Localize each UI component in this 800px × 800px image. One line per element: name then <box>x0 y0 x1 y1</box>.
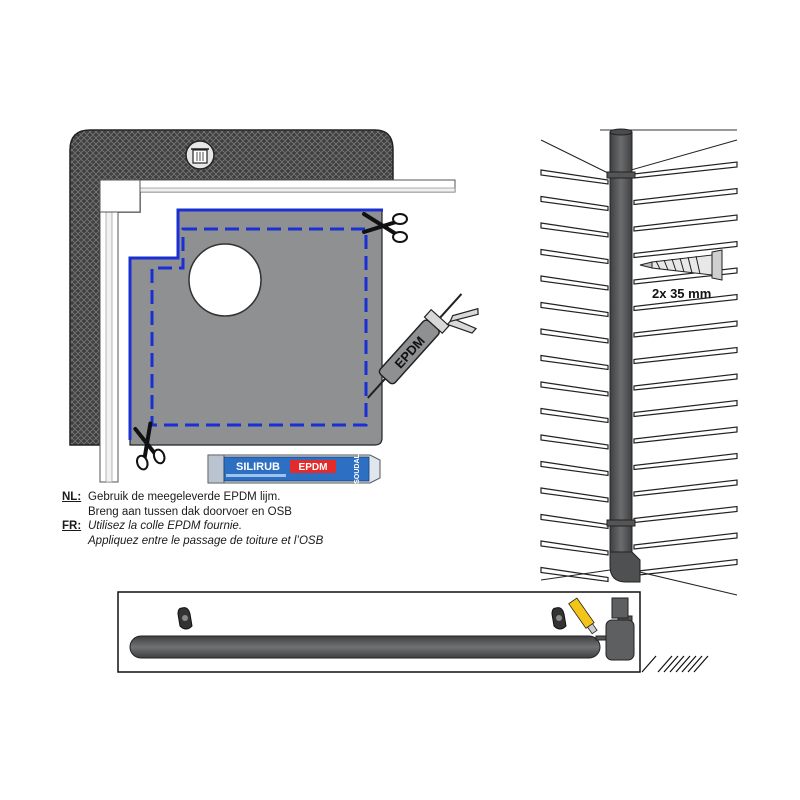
siding-slat <box>540 301 609 318</box>
siding-slat <box>633 426 738 444</box>
bracket-icon <box>551 607 567 630</box>
nl-instruction-line1: Gebruik de meegeleverde EPDM lijm. <box>88 491 281 503</box>
siding-slat <box>540 407 609 424</box>
fr-lang-label: FR: <box>62 520 82 532</box>
siding-slat <box>633 479 738 497</box>
siding-slat <box>633 373 738 391</box>
siding-slat <box>540 381 609 397</box>
pipe-bracket-bottom <box>606 519 636 527</box>
siding-slat <box>540 487 609 503</box>
siding-slat <box>540 354 609 371</box>
roof-panel <box>69 129 456 483</box>
nl-lang-label: NL: <box>62 491 82 503</box>
glue-tube-icon <box>568 597 598 635</box>
siding-slat <box>540 460 609 477</box>
screw-icon <box>639 249 723 281</box>
siding-slat <box>633 532 738 550</box>
siding-slat <box>633 399 738 418</box>
siding-slat <box>633 240 738 259</box>
elbow-icon <box>595 597 635 661</box>
tube-variant: EPDM <box>299 462 328 473</box>
siding-slat <box>540 540 609 556</box>
pipe-bracket-top <box>606 171 636 179</box>
bracket-icon <box>177 607 193 630</box>
siding-slat <box>633 293 738 312</box>
siding-slat <box>540 195 609 212</box>
siding-slat <box>633 452 738 471</box>
siding-slat <box>540 222 609 238</box>
tube-maker: SOUDAL <box>354 454 361 484</box>
scissors-icon <box>362 212 408 243</box>
wall-panel <box>540 129 738 596</box>
siding-slat <box>540 275 609 291</box>
glue-tube-icon: SILIRUB EPDM SOUDAL <box>207 454 381 484</box>
trash-icon <box>185 140 215 170</box>
siding-slat <box>633 320 738 338</box>
screw-dimension-label: 2x 35 mm <box>652 286 712 301</box>
tube-brand: SILIRUB <box>236 461 280 473</box>
siding-slat <box>540 434 609 450</box>
siding-slat <box>540 513 609 530</box>
siding-slat <box>540 328 609 344</box>
fr-instruction-line1: Utilisez la colle EPDM fournie. <box>88 520 243 532</box>
siding-slat <box>633 187 738 206</box>
fr-instruction-line2: Appliquez entre le passage de toiture et… <box>88 534 324 547</box>
siding-slat <box>633 346 738 365</box>
siding-slat <box>540 169 609 185</box>
siding-slat <box>633 558 738 577</box>
nl-instruction-line2: Breng aan tussen dak doorvoer en OSB <box>88 505 292 518</box>
siding-slat <box>633 214 738 232</box>
siding-slat <box>633 505 738 524</box>
siding-slat <box>540 566 609 583</box>
scissors-icon <box>133 421 166 471</box>
instructions: NL: Gebruik de meegeleverde EPDM lijm. B… <box>62 490 392 548</box>
siding-slat <box>540 248 609 265</box>
downpipe <box>606 128 641 583</box>
parts-box <box>117 591 709 673</box>
